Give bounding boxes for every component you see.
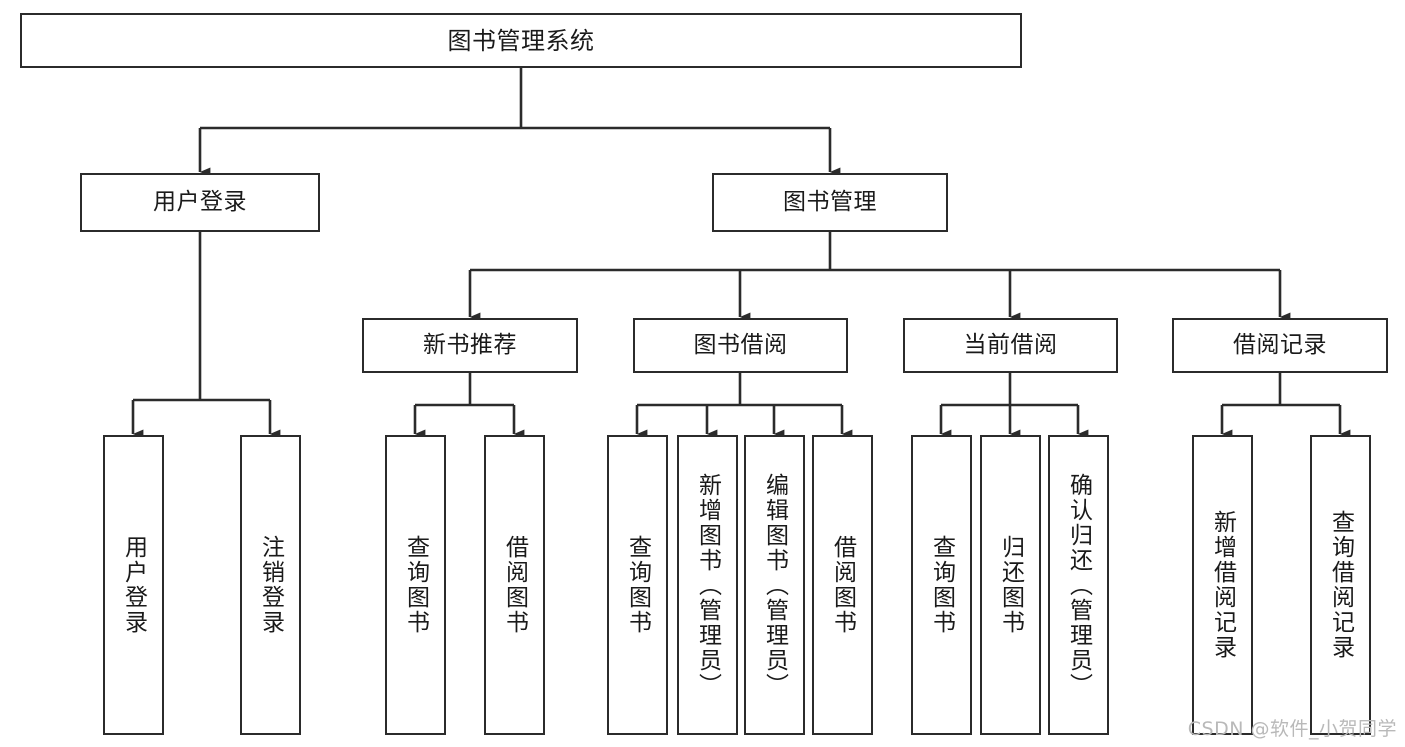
- node-current-borrow[interactable]: 当前借阅: [903, 318, 1118, 373]
- node-leaf-borrow-book-recommend[interactable]: 借阅图书: [484, 435, 545, 735]
- node-label: 当前借阅: [963, 332, 1058, 359]
- node-leaf-query-book-recommend[interactable]: 查询图书: [385, 435, 446, 735]
- node-label: 确认归还（管理员）: [1065, 472, 1092, 698]
- node-label: 用户登录: [120, 535, 147, 635]
- node-borrow-record[interactable]: 借阅记录: [1172, 318, 1388, 373]
- node-label: 借阅图书: [829, 535, 856, 635]
- node-label: 查询图书: [928, 535, 955, 635]
- node-leaf-query-book-current[interactable]: 查询图书: [911, 435, 972, 735]
- node-new-book-recommend[interactable]: 新书推荐: [362, 318, 578, 373]
- node-label: 查询图书: [624, 535, 651, 635]
- node-label: 查询图书: [402, 535, 429, 635]
- node-label: 图书管理系统: [447, 26, 595, 55]
- node-leaf-user-login[interactable]: 用户登录: [103, 435, 164, 735]
- node-leaf-logout[interactable]: 注销登录: [240, 435, 301, 735]
- node-user-login[interactable]: 用户登录: [80, 173, 320, 232]
- node-label: 借阅记录: [1233, 332, 1327, 359]
- node-label: 查询借阅记录: [1327, 510, 1354, 660]
- node-leaf-add-book-admin[interactable]: 新增图书（管理员）: [677, 435, 738, 735]
- node-label: 编辑图书（管理员）: [761, 472, 788, 698]
- node-label: 新增图书（管理员）: [694, 472, 721, 698]
- node-label: 新增借阅记录: [1209, 510, 1236, 660]
- node-leaf-borrow-book[interactable]: 借阅图书: [812, 435, 873, 735]
- node-root-book-management-system[interactable]: 图书管理系统: [20, 13, 1022, 68]
- node-leaf-add-borrow-record[interactable]: 新增借阅记录: [1192, 435, 1253, 735]
- node-leaf-confirm-return-admin[interactable]: 确认归还（管理员）: [1048, 435, 1109, 735]
- node-label: 归还图书: [997, 535, 1024, 635]
- node-book-borrow[interactable]: 图书借阅: [633, 318, 848, 373]
- node-label: 注销登录: [257, 535, 284, 635]
- node-label: 图书管理: [783, 189, 877, 216]
- node-label: 新书推荐: [423, 332, 517, 359]
- node-leaf-query-borrow-record[interactable]: 查询借阅记录: [1310, 435, 1371, 735]
- node-leaf-return-book[interactable]: 归还图书: [980, 435, 1041, 735]
- node-label: 用户登录: [153, 189, 247, 216]
- node-book-management[interactable]: 图书管理: [712, 173, 948, 232]
- node-label: 图书借阅: [693, 332, 788, 359]
- node-leaf-query-book-borrow[interactable]: 查询图书: [607, 435, 668, 735]
- node-label: 借阅图书: [501, 535, 528, 635]
- node-leaf-edit-book-admin[interactable]: 编辑图书（管理员）: [744, 435, 805, 735]
